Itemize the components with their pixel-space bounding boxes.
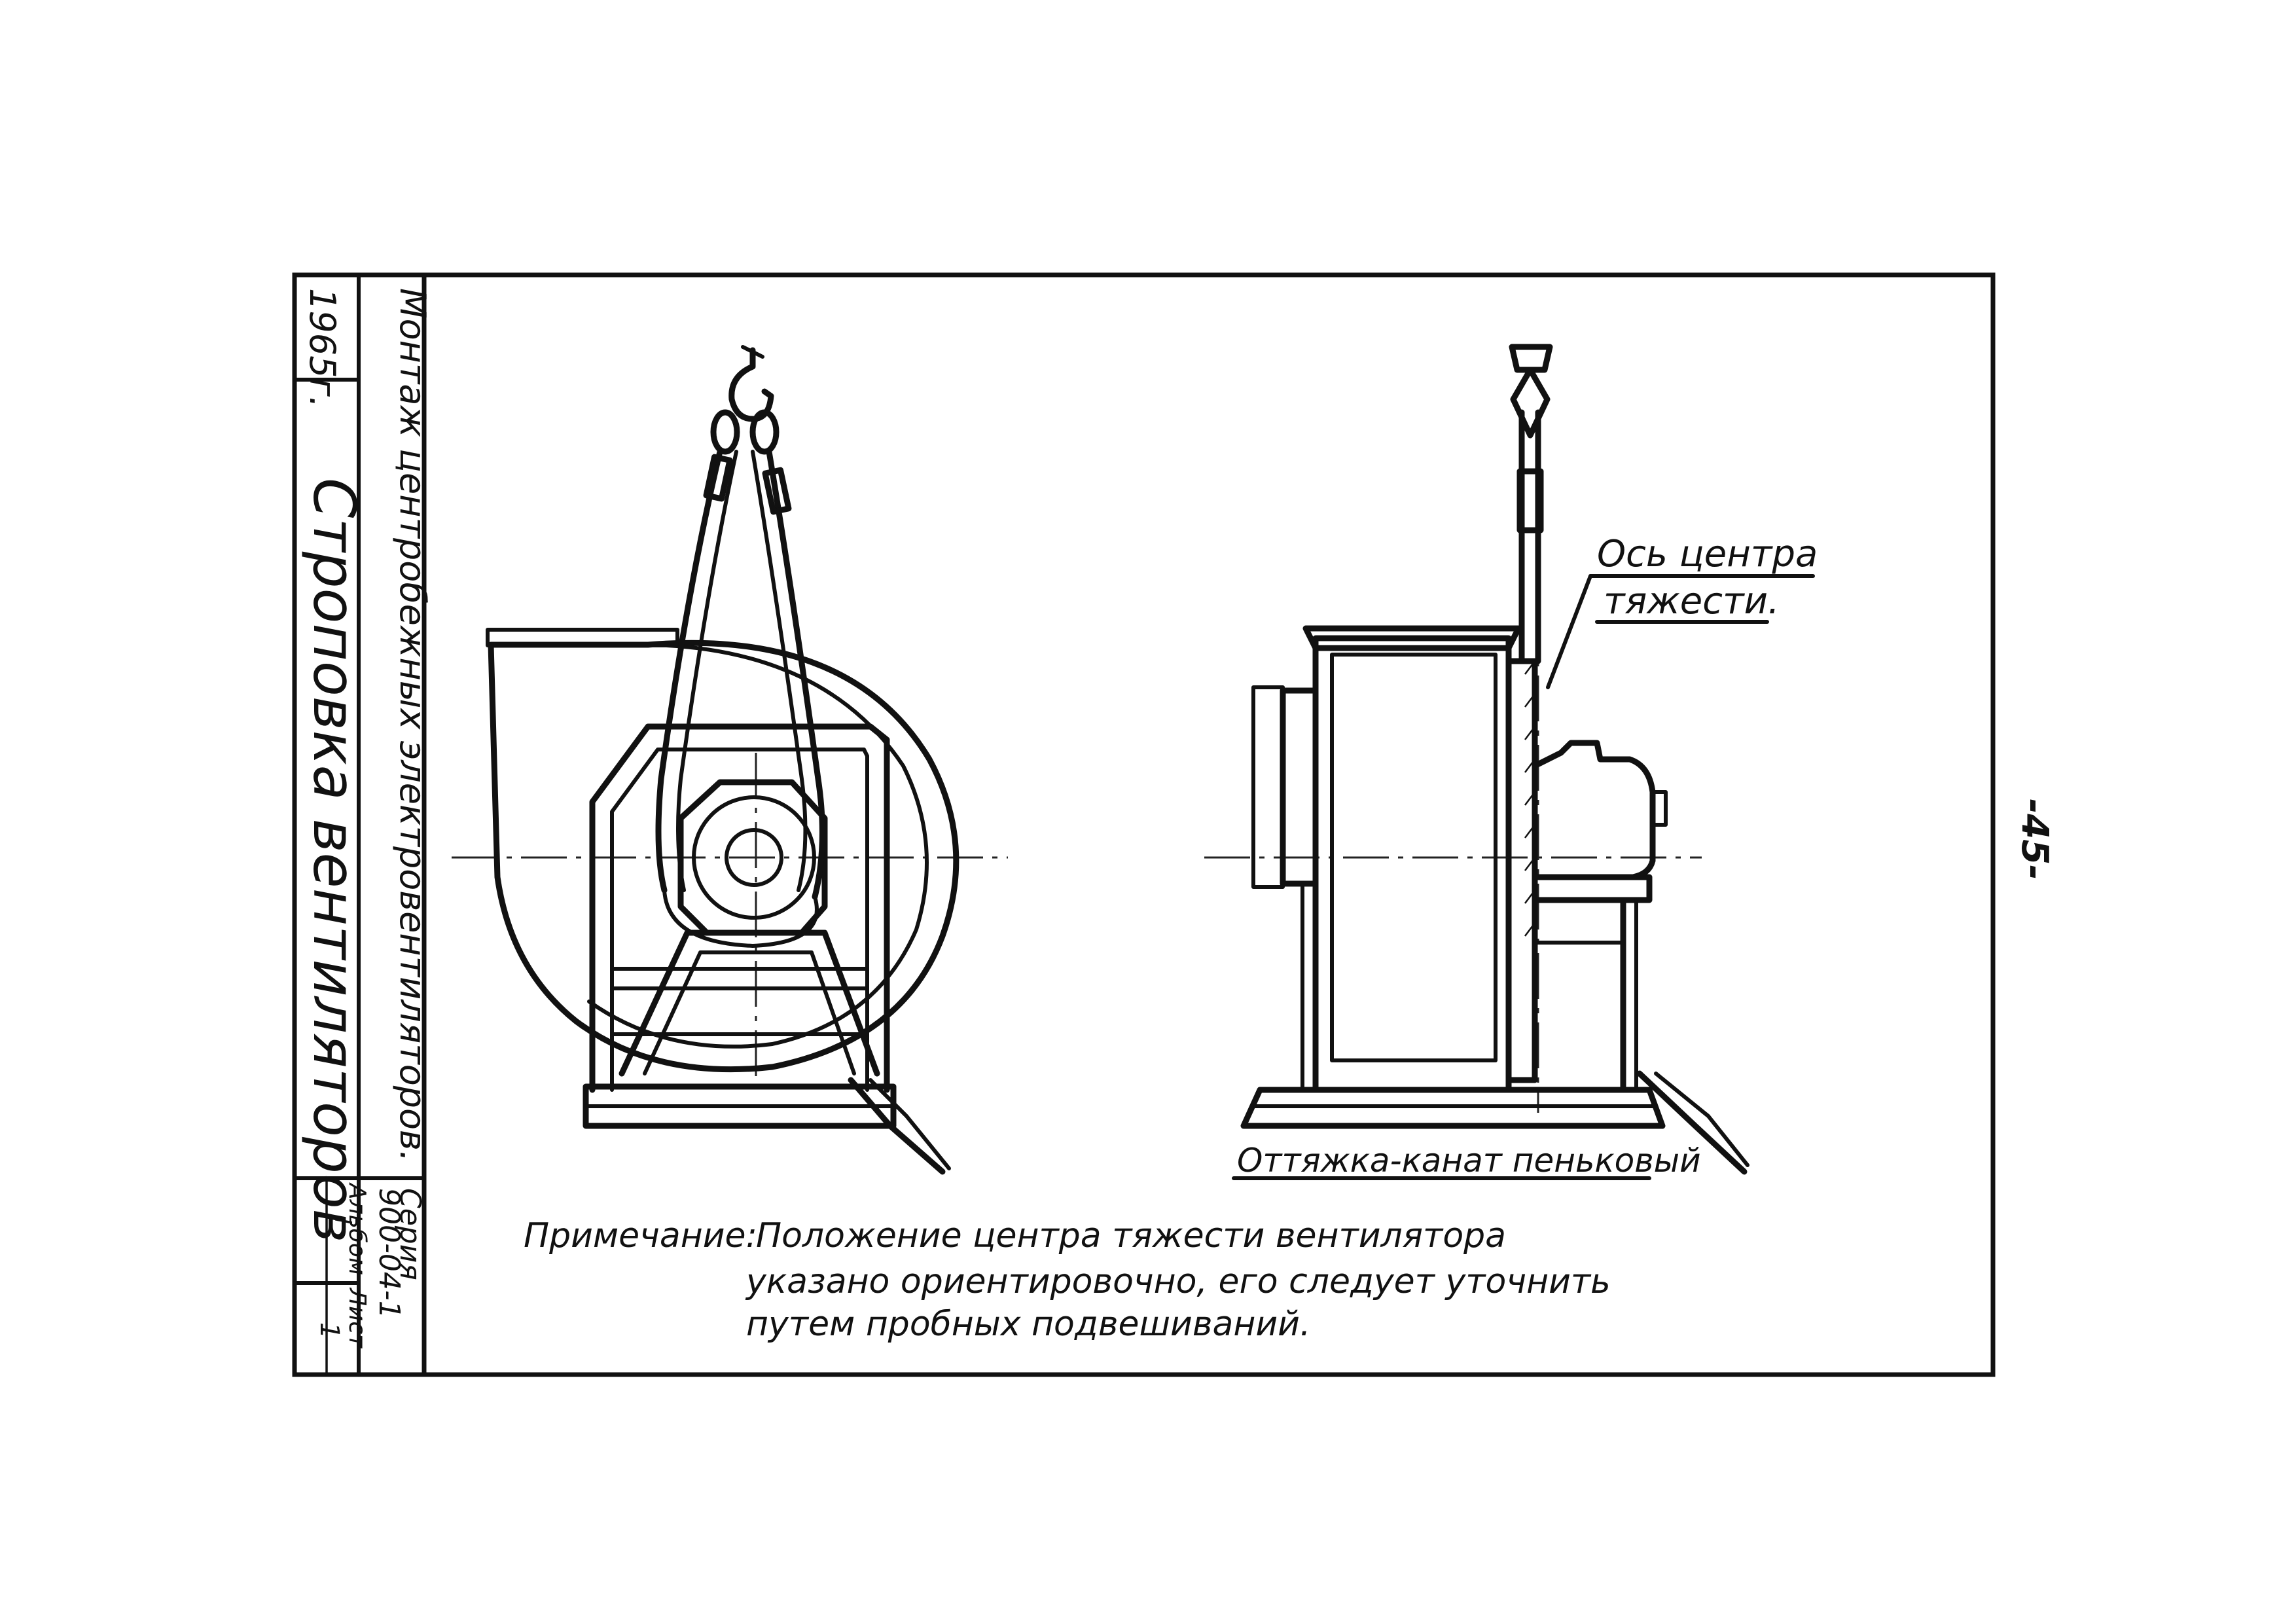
side-fan-housing-inner [1330,653,1498,1062]
front-guy-rope-2 [869,1078,951,1170]
fan-support-frame-inner [610,748,869,1092]
fan-scroll-inner [587,643,929,1049]
sling-left-inner [676,450,738,892]
album-value: I [329,1218,356,1225]
side-lower-casing [1281,882,1304,1092]
fan-support-frame-outer [589,723,890,1093]
motor-end-cap [692,795,816,920]
note-line-1: Положение центра тяжести вентилятора [756,1216,1506,1255]
gravity-axis-label-line1: Ось центра [1597,533,1818,575]
side-motor-stand [1532,874,1653,903]
series-label: Серия [393,1188,427,1280]
side-fan-housing [1312,635,1512,1093]
gravity-axis-label-line2: тяжести. [1604,580,1780,623]
series-title: Монтаж центробежных электровентиляторов. [392,288,433,1162]
fan-outlet-flange [486,628,679,647]
side-inlet-flange [1251,685,1285,889]
page-number: -45- [2013,799,2056,880]
side-back-plate [1505,658,1538,1083]
sling-loop-around-motor [662,888,819,948]
guy-rope-label: Оттяжка-канат пеньковый [1237,1142,1701,1180]
drawing-frame [292,272,1996,1377]
motor-housing [677,779,828,936]
side-sling-wrap [1516,468,1544,533]
sheet-value: 1 [314,1322,344,1339]
crane-hook [728,347,774,422]
front-guy-rope [848,1077,946,1175]
sling-right-inner [751,450,808,892]
sling-wrap-left [703,454,733,502]
hook-shank [741,345,764,359]
side-motor-terminal [1651,790,1668,827]
gravity-axis-leader [1546,574,1592,689]
title-block-year: 1965г. [302,288,343,408]
sheet-title: Строповка вентиляторов [300,478,368,1243]
front-view [452,345,1008,1175]
sling-shackle-left [710,409,740,455]
side-hook-eye [1510,367,1551,439]
side-crane-hook [1509,344,1553,373]
side-top-flange [1302,625,1522,651]
note-line-3: путем пробных подвешиваний. [746,1305,1310,1344]
side-guy-rope-2 [1654,1072,1749,1167]
sling-left [655,448,723,893]
fan-scroll-casing [488,640,960,1073]
sheet-label: Лист [344,1287,370,1348]
series-code: 900-04-1 [372,1188,406,1319]
motor-base-a-frame-inner [643,950,856,1075]
side-guy-rope [1636,1070,1748,1175]
album-label: Альбом [344,1182,370,1275]
side-base-plate [1240,1087,1666,1129]
note-line-2: указано ориентировочно, его следует уточ… [745,1262,1611,1301]
side-view: Ось центра тяжести. Оттяжка-канат пенько… [1204,344,1818,1180]
motor-base-a-frame [619,929,880,1077]
sling-wrap-right [762,467,792,515]
side-inlet [1280,687,1319,887]
note-prefix: Примечание: [524,1216,757,1255]
motor-shaft-hub [725,828,783,887]
sling-shackle-right [749,409,780,455]
side-sling-hatch [1524,660,1535,937]
sling-right [766,448,825,900]
